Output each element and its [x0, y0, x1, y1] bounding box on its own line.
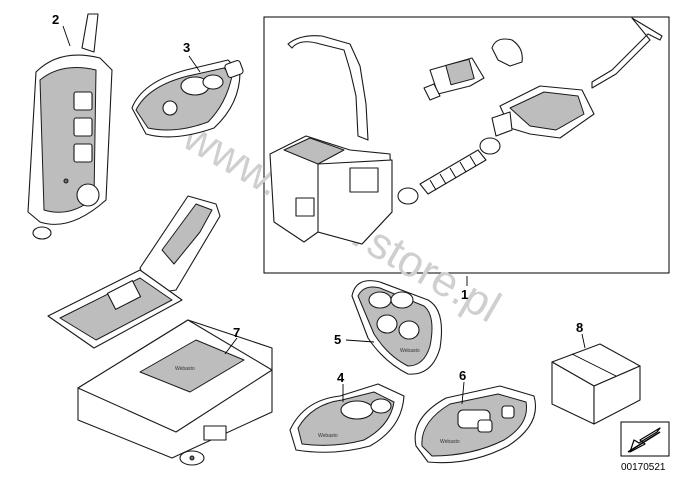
heater-kit-frame — [263, 16, 670, 274]
heater-kit-components — [269, 17, 663, 245]
leader-5 — [345, 339, 375, 343]
part-number: 00170521 — [621, 462, 666, 473]
leader-7 — [224, 337, 238, 355]
leader-8 — [581, 333, 586, 349]
callout-6: 6 — [459, 368, 466, 383]
callout-4: 4 — [337, 370, 345, 385]
package-box-8 — [551, 343, 641, 425]
mobile-phone — [47, 195, 221, 349]
leader-3 — [188, 55, 201, 73]
key-fob-5: Webasto — [351, 280, 443, 375]
callout-1: 1 — [461, 287, 468, 302]
brand-mark-5: Webasto — [400, 348, 420, 354]
control-unit-7: Webasto — [77, 319, 273, 466]
callout-5: 5 — [334, 332, 341, 347]
key-fob-3 — [131, 59, 244, 138]
arrow-down-left-icon[interactable] — [620, 421, 670, 457]
callout-7: 7 — [233, 325, 240, 340]
callout-2: 2 — [52, 12, 59, 27]
callouts: 2 3 1 5 7 4 6 8 — [52, 12, 586, 405]
callout-8: 8 — [576, 320, 583, 335]
brand-mark-7: Webasto — [175, 366, 195, 372]
key-fob-4: Webasto — [289, 383, 405, 453]
callout-3: 3 — [183, 40, 190, 55]
brand-mark-6: Webasto — [440, 439, 460, 445]
remote-handset-2 — [27, 13, 113, 240]
brand-mark-4: Webasto — [318, 433, 338, 439]
key-fob-6: Webasto — [414, 385, 537, 464]
leader-6 — [461, 381, 465, 405]
leader-2 — [62, 25, 71, 47]
